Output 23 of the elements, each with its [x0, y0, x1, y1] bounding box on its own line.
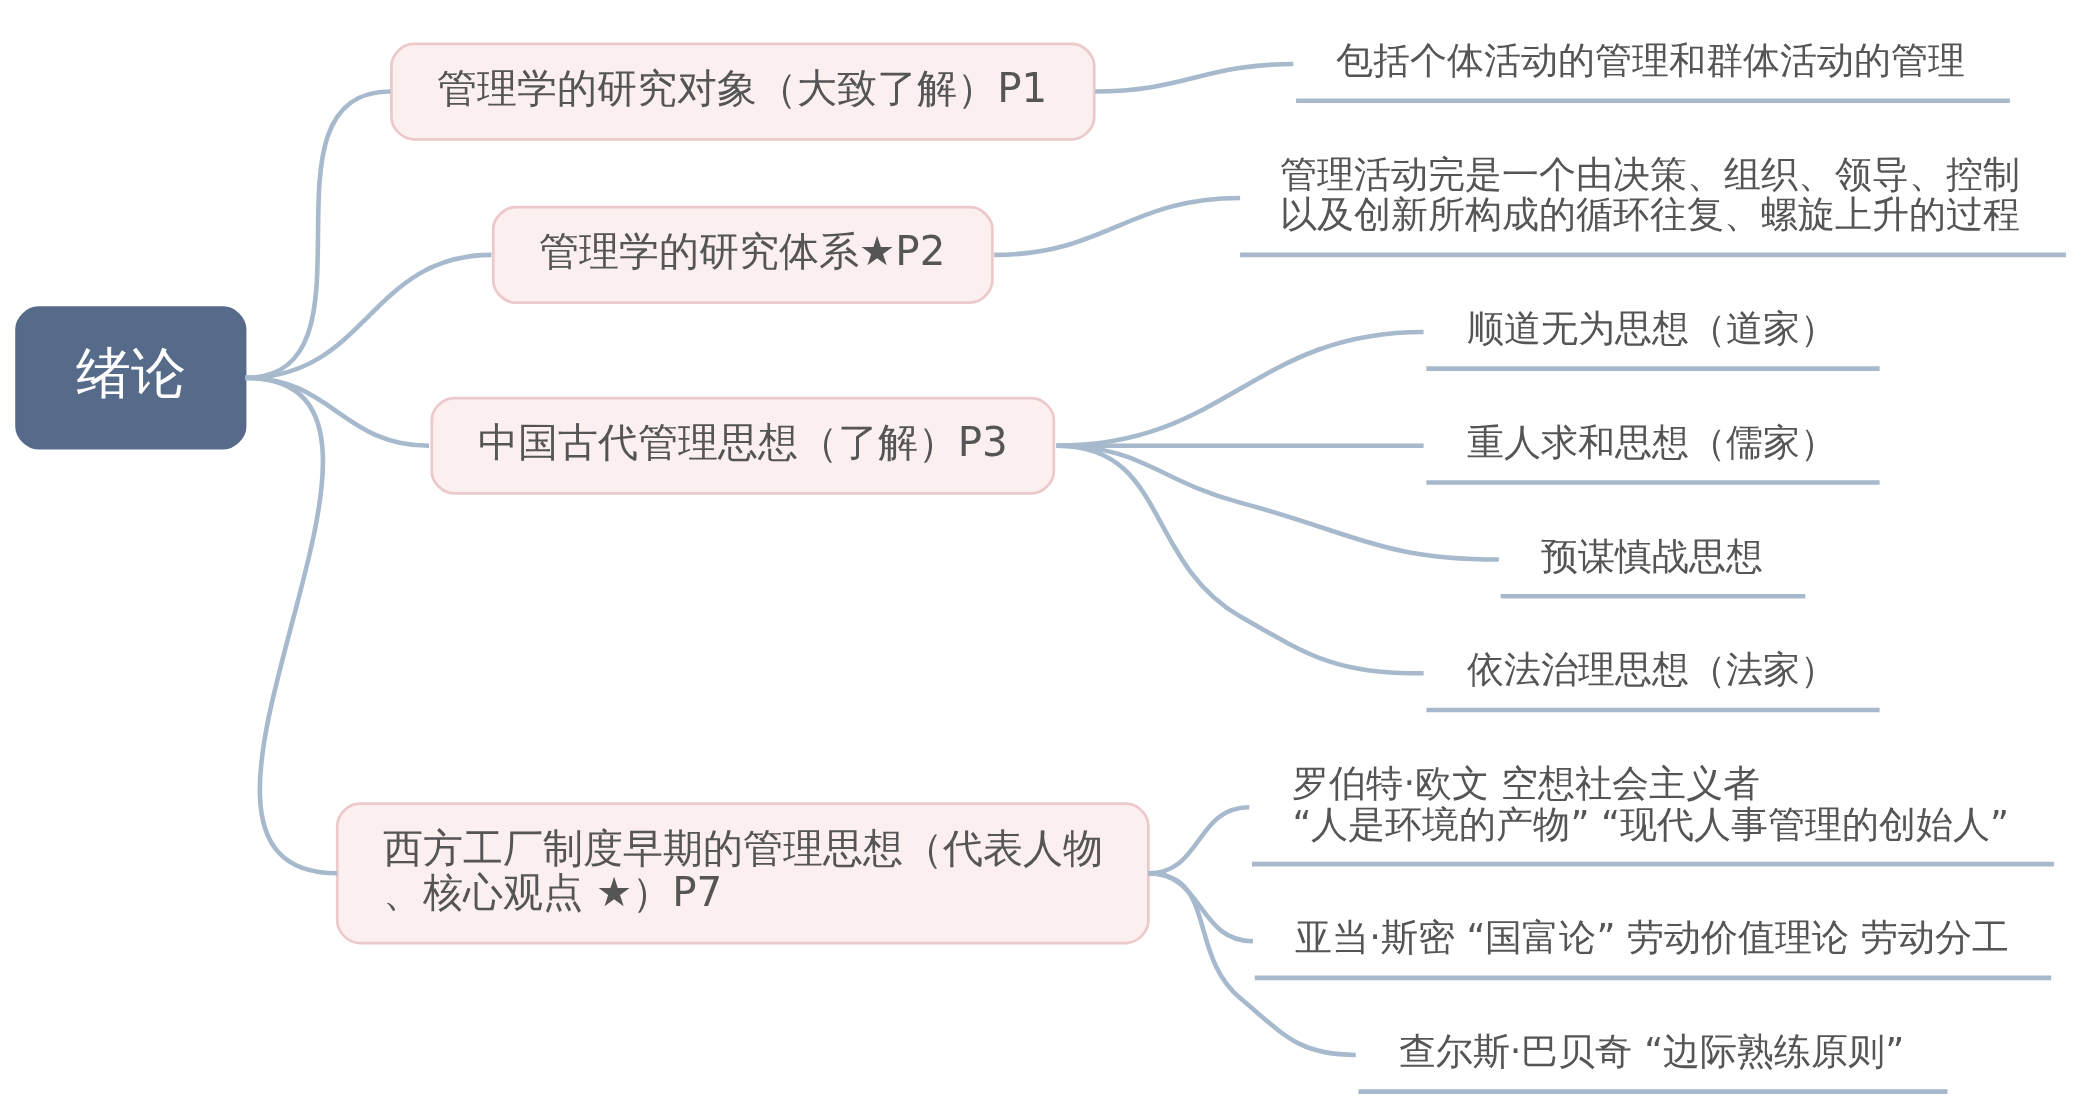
node-box: 西方工厂制度早期的管理思想（代表人物、核心观点 ★）P7	[335, 801, 1150, 944]
connector	[1095, 61, 1294, 94]
connector	[1056, 442, 1424, 448]
connector	[1056, 442, 1424, 676]
node-text: 预谋慎战思想	[1541, 534, 1764, 578]
node-box: 中国古代管理思想（了解）P3	[430, 396, 1056, 495]
connector	[994, 195, 1241, 257]
node-text: 亚当·斯密 “国富论” 劳动价值理论 劳动分工	[1295, 915, 2009, 959]
node-text: 查尔斯·巴贝奇 “边际熟练原则”	[1398, 1029, 1905, 1073]
node-text: 包括个体活动的管理和群体活动的管理	[1336, 38, 1966, 82]
node-text: 顺道无为思想（道家）	[1466, 306, 1837, 350]
connector	[1056, 442, 1499, 562]
node-box: 管理学的研究体系★P2	[491, 205, 994, 304]
node-text: 管理活动完是一个由决策、组织、领导、控制以及创新所构成的循环往复、螺旋上升的过程	[1280, 152, 2021, 236]
connector	[1056, 329, 1424, 448]
connector	[1148, 870, 1356, 1057]
connector	[245, 252, 492, 380]
node-box: 管理学的研究对象（大致了解）P1	[390, 42, 1096, 141]
node-text: 依法治理思想（法家）	[1466, 647, 1837, 691]
node-text: 罗伯特·欧文 空想社会主义者 “人是环境的产物” “现代人事管理的创始人”	[1292, 761, 2010, 846]
connector	[245, 375, 338, 876]
node-box: 绪论	[15, 305, 247, 449]
node-text: 重人求和思想（儒家）	[1466, 420, 1837, 464]
